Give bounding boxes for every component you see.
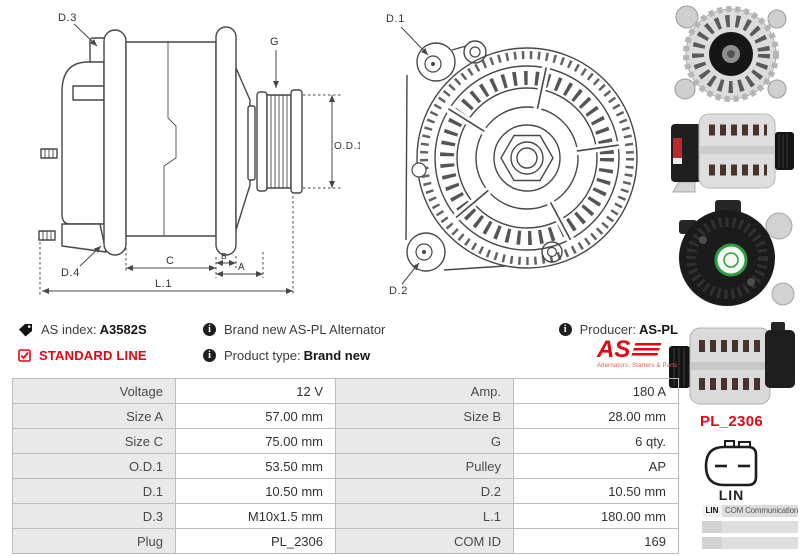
front-hub — [493, 124, 561, 192]
com-table-empty-row — [702, 521, 798, 533]
spec-label: D.1 — [12, 478, 176, 504]
product-photo-sidebar: PL_2306 LIN LIN COM Communication — [663, 0, 800, 556]
lin-connector-diagram — [704, 440, 758, 487]
table-row: Size A 57.00 mm Size B 28.00 mm — [12, 403, 679, 429]
spec-label: L.1 — [335, 503, 514, 529]
table-row: D.3 M10x1.5 mm L.1 180.00 mm — [12, 503, 679, 529]
spec-label: Size B — [335, 403, 514, 429]
side-view-technical-drawing: D.3 G O.D.1 D.4 C B A L.1 — [38, 12, 360, 295]
info-icon: i — [203, 323, 216, 336]
checked-box-icon — [18, 349, 31, 362]
table-row: O.D.1 53.50 mm Pulley AP — [12, 453, 679, 479]
spec-value: 75.00 mm — [175, 428, 336, 454]
description-row: i Brand new AS-PL Alternator — [203, 322, 385, 337]
com-table-empty-cell — [702, 521, 722, 533]
spec-label: D.2 — [335, 478, 514, 504]
com-table-row: LIN COM Communication — [702, 505, 798, 517]
spec-value: 12 V — [175, 378, 336, 404]
info-icon: i — [203, 349, 216, 362]
table-row: Voltage 12 V Amp. 180 A — [12, 378, 679, 404]
alternator-front-body — [416, 47, 638, 269]
as-pl-logo: AS Alternators, Starters & Parts — [597, 336, 678, 370]
producer-label: Producer: — [579, 322, 636, 337]
spec-value: PL_2306 — [175, 528, 336, 554]
spec-label: D.3 — [12, 503, 176, 529]
com-table-empty-cell — [722, 537, 798, 549]
spec-value: 57.00 mm — [175, 403, 336, 429]
alternator-side-body — [38, 26, 303, 256]
spec-label: Plug — [12, 528, 176, 554]
spec-value: 10.50 mm — [513, 478, 679, 504]
spec-label: Size A — [12, 403, 176, 429]
tag-icon — [19, 323, 32, 336]
standard-line-row: STANDARD LINE — [18, 348, 147, 363]
as-index-row: AS index:A3582S — [18, 322, 147, 337]
spec-value: 6 qty. — [513, 428, 679, 454]
standard-line-label: STANDARD LINE — [39, 348, 147, 363]
spec-table: Voltage 12 V Amp. 180 A Size A 57.00 mm … — [12, 378, 679, 554]
spec-label: COM ID — [335, 528, 514, 554]
label-od1: O.D.1 — [334, 141, 360, 152]
alternator-rear-photo — [663, 198, 800, 316]
label-g: G — [270, 36, 279, 48]
spec-value: M10x1.5 mm — [175, 503, 336, 529]
as-logo-text: AS — [597, 336, 631, 363]
spec-value: 10.50 mm — [175, 478, 336, 504]
com-table-empty-cell — [702, 537, 722, 549]
spec-label: G — [335, 428, 514, 454]
spec-label: O.D.1 — [12, 453, 176, 479]
alternator-side-pulley-photo — [665, 320, 798, 412]
spec-value: AP — [513, 453, 679, 479]
plug-code: PL_2306 — [700, 413, 763, 430]
spec-value: 53.50 mm — [175, 453, 336, 479]
as-index-value: A3582S — [99, 322, 147, 337]
label-b: B — [221, 251, 227, 261]
as-logo-tagline: Alternators, Starters & Parts — [597, 363, 678, 369]
side-body-details — [42, 42, 288, 240]
table-row: Plug PL_2306 COM ID 169 — [12, 528, 679, 554]
com-protocol-table: LIN COM Communication — [702, 505, 798, 553]
spec-value: 169 — [513, 528, 679, 554]
front-view-technical-drawing: D.1 D.2 — [386, 13, 638, 297]
spec-label: Amp. — [335, 378, 514, 404]
com-protocol-name: LIN — [702, 505, 722, 517]
com-table-empty-row — [702, 537, 798, 549]
producer-value: AS-PL — [639, 322, 678, 337]
mounting-holes — [411, 46, 558, 261]
as-index-label: AS index: — [41, 322, 97, 337]
producer-row: i Producer:AS-PL — [558, 322, 678, 337]
label-d2: D.2 — [389, 285, 408, 297]
com-protocol-description: COM Communication — [722, 505, 798, 517]
dimension-lines — [39, 23, 342, 295]
product-description: Brand new AS-PL Alternator — [224, 322, 386, 337]
alternator-front-photo — [665, 3, 798, 105]
connector-label: LIN — [718, 487, 745, 503]
spec-value: 180.00 mm — [513, 503, 679, 529]
spec-value: 180 A — [513, 378, 679, 404]
spec-value: 28.00 mm — [513, 403, 679, 429]
front-leader-lines — [400, 26, 429, 285]
label-l1: L.1 — [155, 278, 172, 290]
label-d3: D.3 — [58, 12, 77, 24]
table-row: Size C 75.00 mm G 6 qty. — [12, 428, 679, 454]
alternator-side-photo — [665, 108, 798, 196]
as-logo-stripes-icon — [630, 342, 662, 358]
product-type-row: i Product type:Brand new — [203, 348, 370, 363]
spec-label: Pulley — [335, 453, 514, 479]
spec-label: Size C — [12, 428, 176, 454]
spec-label: Voltage — [12, 378, 176, 404]
front-spokes — [445, 64, 623, 244]
label-d1: D.1 — [386, 13, 405, 25]
info-icon: i — [558, 323, 572, 336]
label-c: C — [166, 255, 175, 267]
com-table-empty-cell — [722, 521, 798, 533]
product-type-label: Product type: — [224, 348, 301, 363]
table-row: D.1 10.50 mm D.2 10.50 mm — [12, 478, 679, 504]
label-d4: D.4 — [61, 267, 80, 279]
product-type-value: Brand new — [303, 348, 371, 363]
label-a: A — [238, 262, 245, 273]
